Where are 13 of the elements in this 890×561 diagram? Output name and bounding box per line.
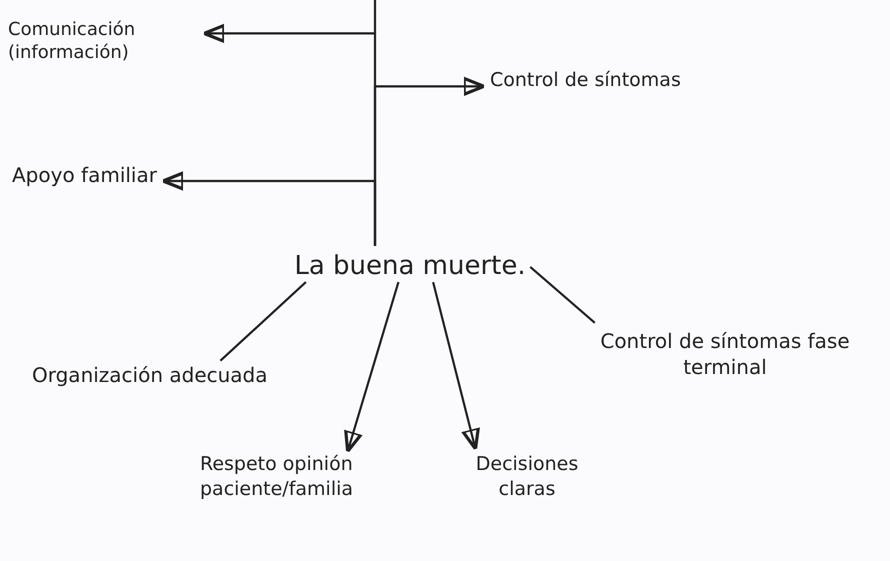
concept-text: Decisiones claras — [474, 452, 580, 502]
concept-text: Control de síntomas fase terminal — [599, 328, 851, 380]
concept-text: Comunicación (información) — [8, 18, 136, 65]
connector-line — [530, 266, 596, 324]
arrow — [161, 172, 376, 246]
concept-text: Apoyo familiar — [12, 162, 157, 188]
arrow — [344, 282, 400, 453]
arrow — [432, 282, 480, 451]
concept-text: Organización adecuada — [32, 362, 268, 388]
concept-text: Respeto opinión paciente/familia — [200, 452, 354, 502]
connector-line — [220, 281, 307, 362]
concept-text: Control de síntomas — [490, 68, 681, 93]
central-concept-text: La buena muerte. — [294, 250, 526, 283]
